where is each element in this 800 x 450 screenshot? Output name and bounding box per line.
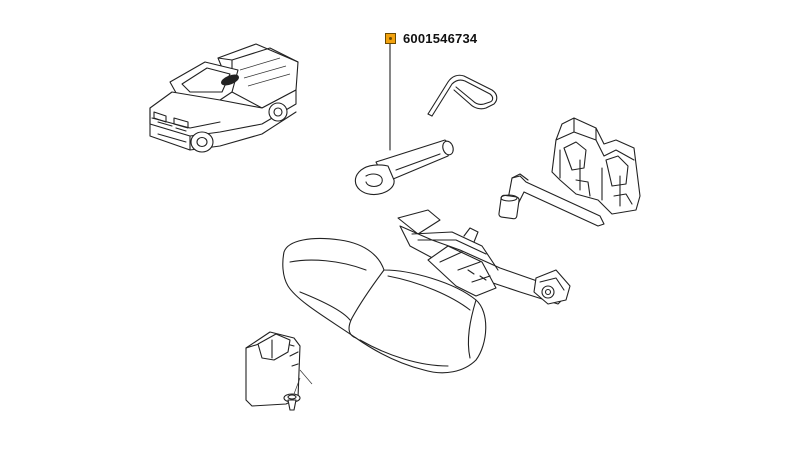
spare-wheel-cover-icon xyxy=(282,237,487,374)
wheel-brace-icon xyxy=(498,173,605,227)
callout-marker-icon xyxy=(385,33,396,44)
scissor-jack-icon xyxy=(397,209,571,305)
part-number-label[interactable]: 6001546734 xyxy=(403,31,478,46)
clip-icon xyxy=(283,393,301,411)
tow-hook-icon xyxy=(354,139,454,195)
bracket-icon xyxy=(245,331,313,407)
jack-handle-icon xyxy=(427,74,498,117)
foam-tray-icon xyxy=(551,117,641,215)
vehicle-location-icon xyxy=(149,43,299,153)
